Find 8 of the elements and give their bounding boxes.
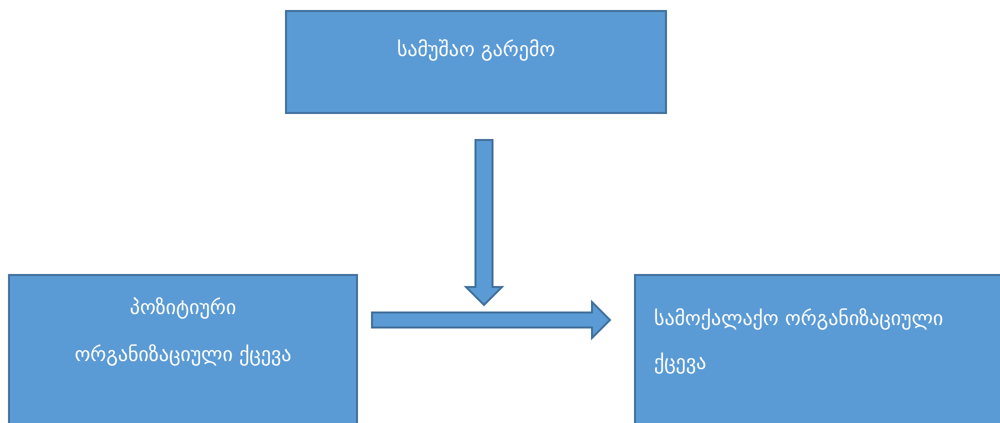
process-box — [8, 274, 358, 423]
block-arrow — [464, 139, 504, 306]
box-label: პოზიტიური ორგანიზაციული ქცევა — [74, 294, 292, 368]
process-box — [634, 274, 1000, 423]
box-label: სამუშაო გარემო — [396, 36, 556, 63]
block-arrow — [371, 300, 612, 340]
process-box — [285, 10, 667, 114]
box-label: სამოქალაქო ორგანიზაციული ქცევა — [654, 305, 944, 376]
